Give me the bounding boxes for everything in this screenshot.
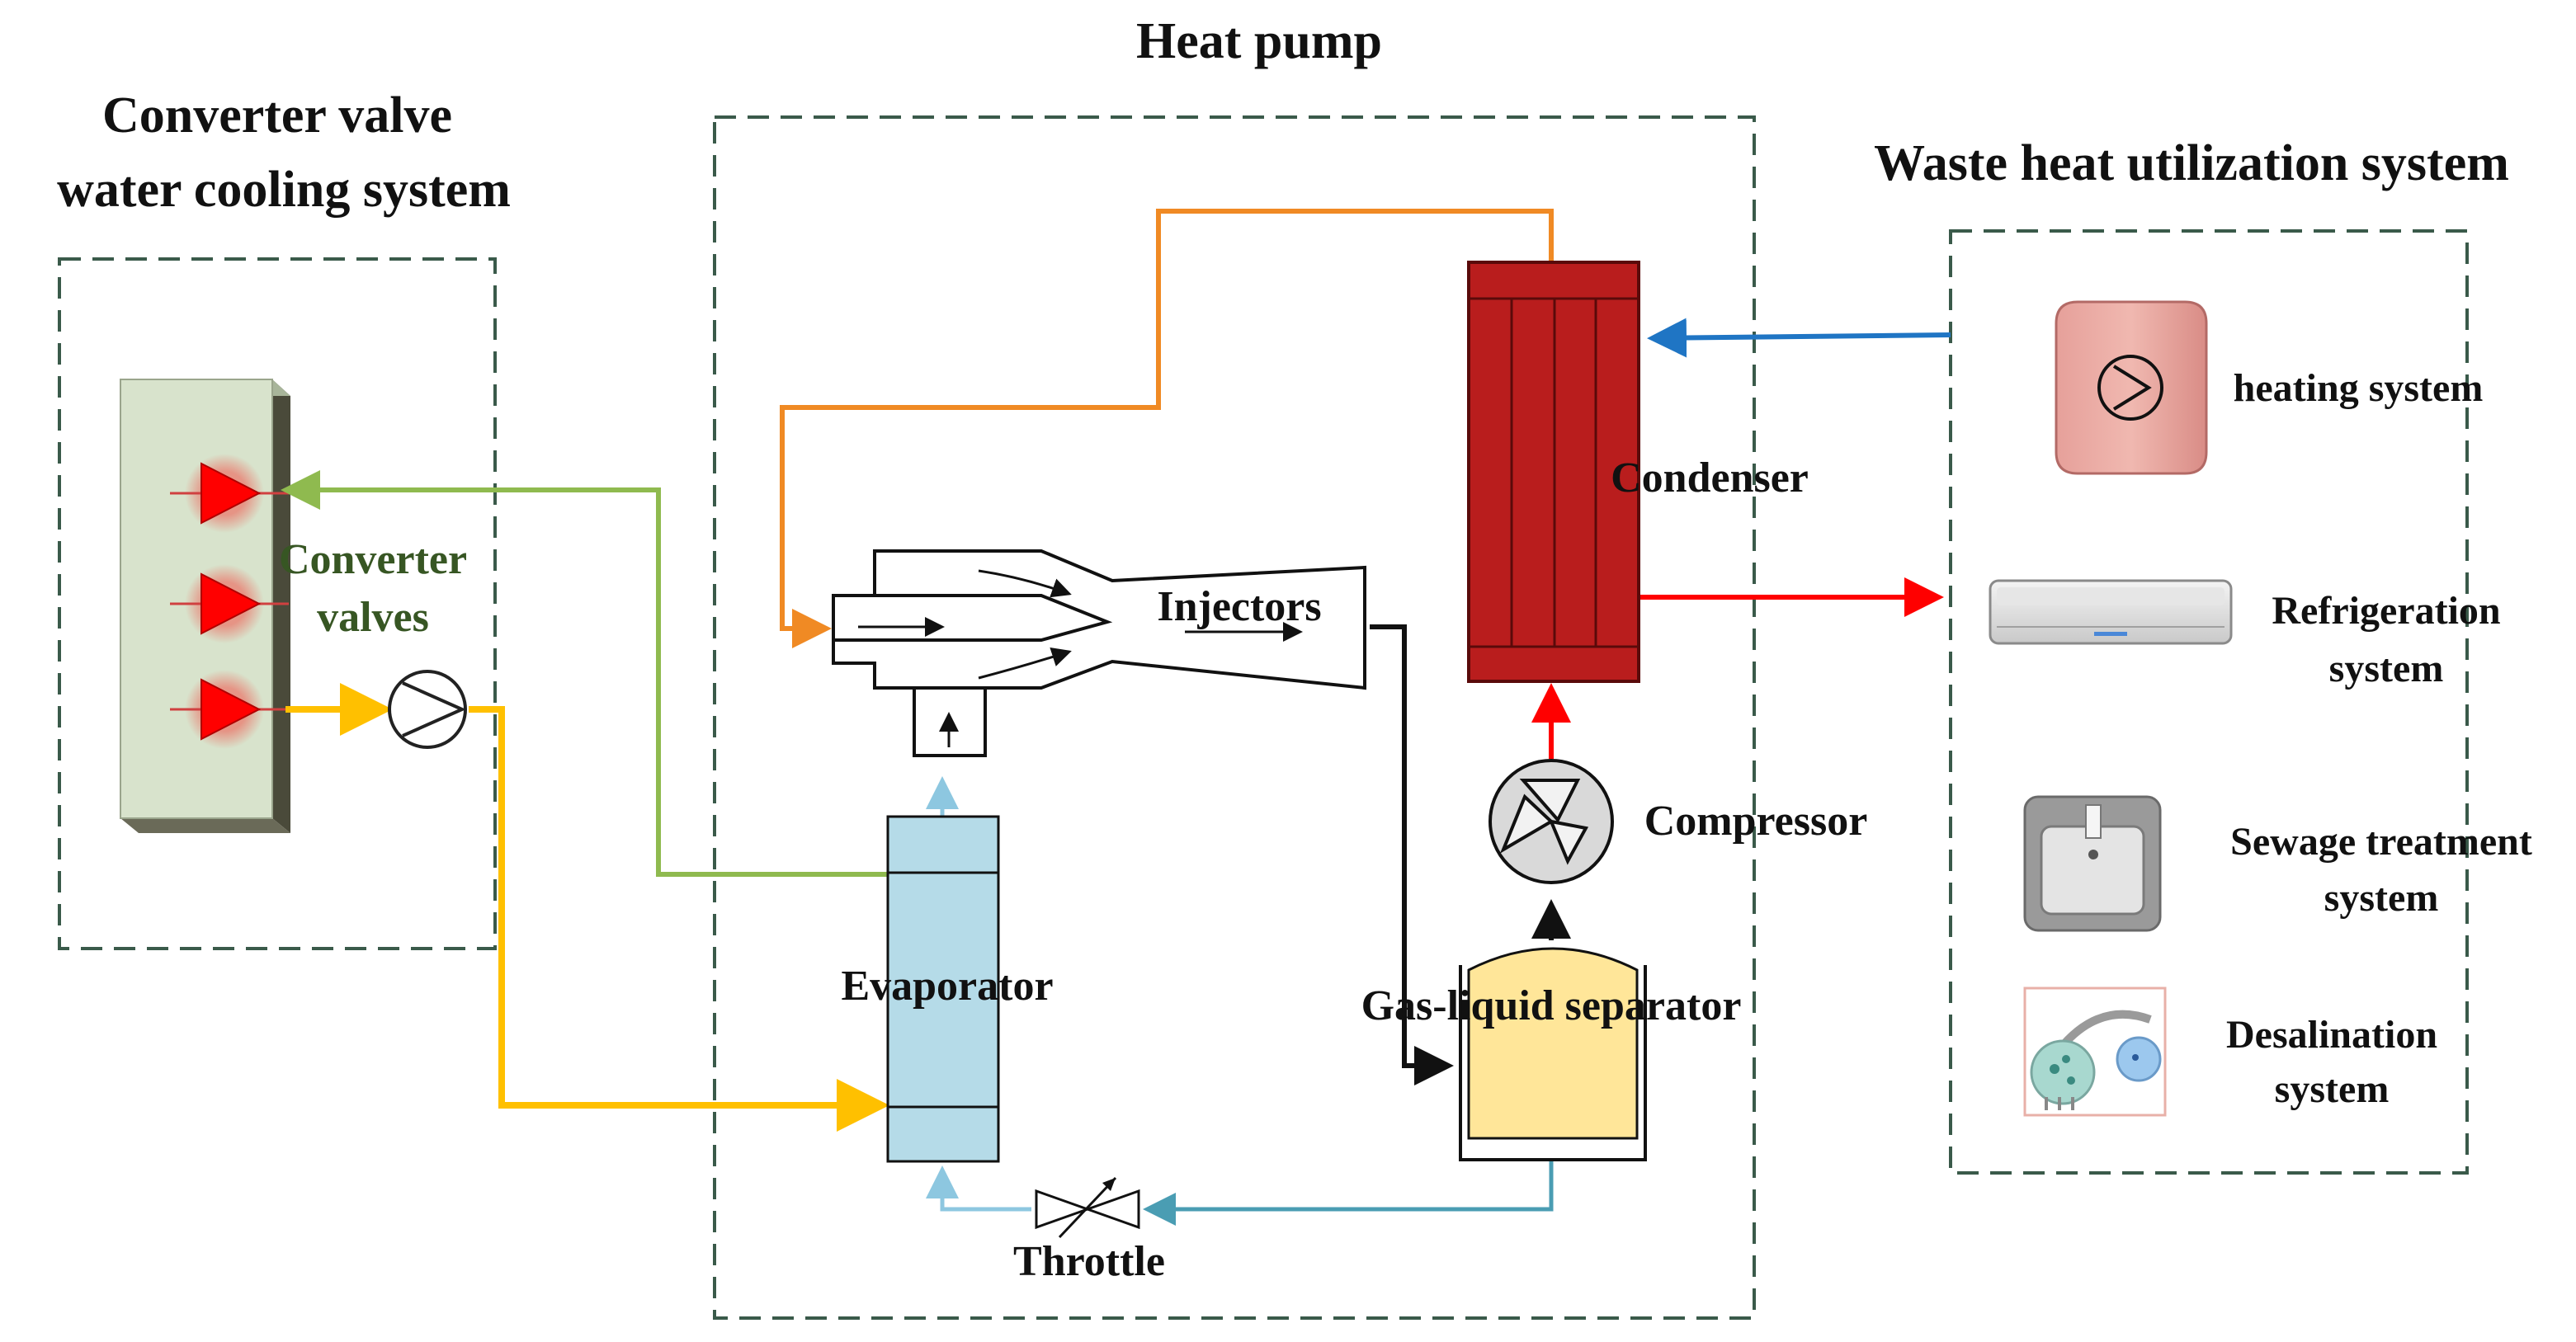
evaporator [886, 815, 1000, 1163]
sink-icon [2023, 795, 2162, 932]
light-blue-throttle-to-evaporator-line [926, 1165, 1031, 1212]
sewage-label-line2: system [2324, 876, 2439, 920]
blue-return-line [1647, 318, 1951, 358]
injectors-label: Injectors [1157, 583, 1321, 630]
converter-valves-label-line2: valves [317, 594, 429, 641]
heating-system-label: heating system [2234, 366, 2484, 410]
green-cooling-return-line [281, 470, 891, 877]
circulation-pump [388, 670, 467, 749]
waste-heat-title: Waste heat utilization system [1874, 135, 2509, 191]
condenser [1467, 261, 1640, 683]
throttle-valve [1035, 1176, 1140, 1239]
separator-label: Gas-liquid separator [1361, 982, 1742, 1029]
orange-refrigerant-line [780, 209, 1554, 648]
air-conditioner-icon [1989, 579, 2233, 645]
compressor-label: Compressor [1644, 798, 1868, 845]
black-injector-to-separator-line [1370, 624, 1454, 1085]
heat-pump-title: Heat pump [1136, 13, 1382, 69]
heating-tank-icon [2055, 300, 2208, 475]
desalination-label-line2: system [2275, 1067, 2390, 1111]
cooling-system-title-line2: water cooling system [57, 162, 511, 218]
valve-triangle-1 [170, 454, 289, 533]
waste-heat-boundary [1949, 229, 2469, 1175]
desalination-icon [2023, 986, 2167, 1117]
valve-triangle-2 [170, 564, 289, 643]
teal-separator-to-throttle-line [1143, 1160, 1554, 1226]
yellow-line-to-evaporator [469, 706, 889, 1132]
heat-pump-boundary [713, 115, 1756, 1320]
desalination-label-line1: Desalination [2226, 1013, 2437, 1057]
gas-liquid-separator [1459, 947, 1647, 1161]
cooling-system-boundary [58, 257, 497, 950]
condenser-label: Condenser [1611, 454, 1809, 501]
valve-triangle-3 [170, 670, 289, 749]
evaporator-label: Evaporator [841, 963, 1053, 1010]
compressor [1489, 759, 1614, 884]
cooling-system-title-line1: Converter valve [102, 87, 452, 144]
sewage-label-line1: Sewage treatment [2230, 820, 2532, 864]
injector-body [832, 549, 1366, 757]
refrigeration-label-line1: Refrigeration [2272, 589, 2500, 633]
converter-valves-label-line1: Converter [279, 536, 467, 583]
refrigeration-label-line2: system [2329, 647, 2444, 690]
throttle-label: Throttle [1013, 1238, 1165, 1285]
